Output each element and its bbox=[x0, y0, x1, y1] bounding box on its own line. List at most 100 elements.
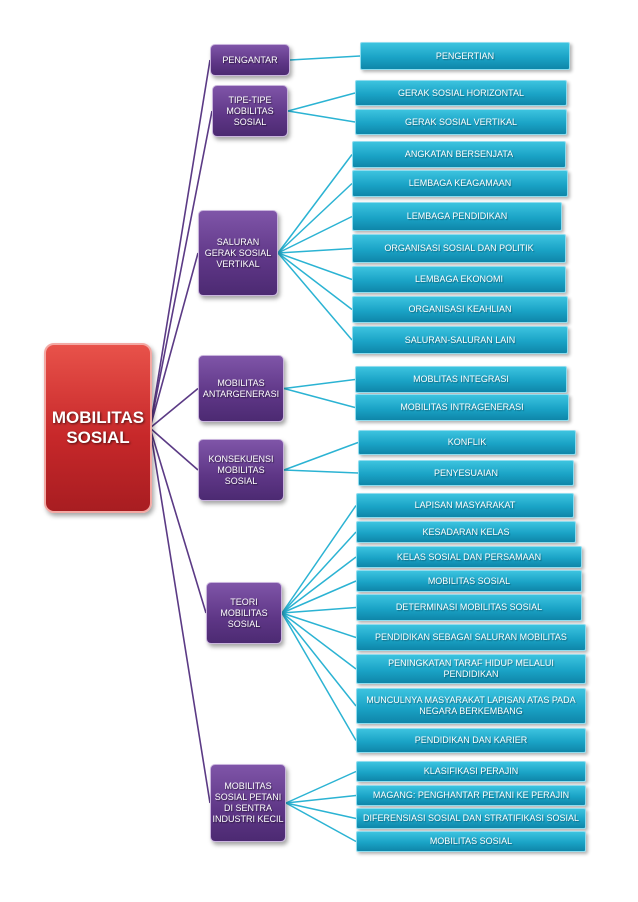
root-connector bbox=[149, 427, 207, 614]
leaf-connector bbox=[281, 612, 357, 670]
category-label: MOBILITAS SOSIAL PETANI DI SENTRA INDUST… bbox=[212, 781, 284, 824]
leaf-connector bbox=[277, 215, 353, 254]
leaf-organisasi-keahlian: ORGANISASI KEAHLIAN bbox=[352, 296, 568, 323]
root-node-mobilitas-sosial: MOBILITAS SOSIAL bbox=[44, 343, 152, 513]
leaf-label: KLASIFIKASI PERAJIN bbox=[423, 766, 519, 776]
leaf-connector bbox=[287, 110, 356, 123]
leaf-connector bbox=[283, 387, 356, 409]
leaf-label: DIFERENSIASI SOSIAL DAN STRATIFIKASI SOS… bbox=[362, 813, 580, 823]
leaf-label: GERAK SOSIAL VERTIKAL bbox=[404, 116, 518, 127]
leaf-gerak-sosial-vertikal: GERAK SOSIAL VERTIKAL bbox=[355, 109, 567, 135]
leaf-label: PENYESUAIAN bbox=[433, 467, 499, 478]
leaf-lapisan-masyarakat: LAPISAN MASYARAKAT bbox=[356, 493, 574, 518]
leaf-diferensiasi-sosial: DIFERENSIASI SOSIAL DAN STRATIFIKASI SOS… bbox=[356, 808, 586, 829]
leaf-lembaga-keagamaan: LEMBAGA KEAGAMAAN bbox=[352, 170, 568, 197]
leaf-label: LEMBAGA KEAGAMAAN bbox=[408, 178, 512, 188]
leaf-connector bbox=[283, 469, 359, 474]
leaf-connector bbox=[283, 441, 359, 471]
leaf-lembaga-ekonomi: LEMBAGA EKONOMI bbox=[352, 266, 566, 293]
leaf-label: PENINGKATAN TARAF HIDUP MELALUI PENDIDIK… bbox=[388, 658, 554, 679]
category-label: KONSEKUENSI MOBILITAS SOSIAL bbox=[208, 453, 274, 486]
leaf-connector bbox=[281, 612, 357, 741]
root-connector bbox=[149, 427, 211, 804]
leaf-connector bbox=[281, 580, 357, 614]
leaf-connector bbox=[277, 252, 353, 281]
leaf-label: GERAK SOSIAL HORIZONTAL bbox=[397, 87, 525, 98]
leaf-mobilitas-intragenerasi: MOBILITAS INTRAGENERASI bbox=[355, 394, 569, 421]
leaf-connector bbox=[281, 612, 357, 639]
leaf-label: KONFLIK bbox=[447, 437, 487, 447]
root-connector bbox=[149, 59, 211, 429]
leaf-label: ORGANISASI SOSIAL DAN POLITIK bbox=[384, 243, 534, 253]
leaf-klasifikasi-perajin: KLASIFIKASI PERAJIN bbox=[356, 761, 586, 782]
leaf-lembaga-pendidikan: LEMBAGA PENDIDIKAN bbox=[352, 202, 562, 231]
leaf-connector bbox=[277, 182, 353, 254]
leaf-label: MAGANG: PENGHANTAR PETANI KE PERAJIN bbox=[372, 790, 570, 800]
category-mobilitas-sosial-petani: MOBILITAS SOSIAL PETANI DI SENTRA INDUST… bbox=[210, 764, 286, 842]
root-label: MOBILITAS SOSIAL bbox=[51, 408, 145, 447]
leaf-penyesuaian: PENYESUAIAN bbox=[358, 460, 574, 486]
leaf-label: DETERMINASI MOBILITAS SOSIAL bbox=[395, 602, 543, 612]
leaf-label: SALURAN-SALURAN LAIN bbox=[404, 334, 516, 345]
category-teori-mobilitas-sosial: TEORI MOBILITAS SOSIAL bbox=[206, 582, 282, 644]
leaf-connector bbox=[283, 378, 356, 390]
leaf-connector bbox=[287, 92, 356, 112]
leaf-peningkatan-taraf-hidup: PENINGKATAN TARAF HIDUP MELALUI PENDIDIK… bbox=[356, 654, 586, 684]
leaf-organisasi-sosial-dan-politik: ORGANISASI SOSIAL DAN POLITIK bbox=[352, 234, 566, 263]
leaf-label: ANGKATAN BERSENJATA bbox=[404, 149, 514, 159]
leaf-label: KELAS SOSIAL DAN PERSAMAAN bbox=[396, 551, 542, 562]
leaf-kesadaran-kelas: KESADARAN KELAS bbox=[356, 521, 576, 543]
leaf-label: PENDIDIKAN SEBAGAI SALURAN MOBILITAS bbox=[375, 632, 567, 642]
category-label: SALURAN GERAK SOSIAL VERTIKAL bbox=[204, 236, 272, 269]
leaf-label: PENGERTIAN bbox=[435, 50, 495, 61]
leaf-label: LEMBAGA EKONOMI bbox=[414, 274, 504, 284]
leaf-connector bbox=[281, 531, 357, 614]
leaf-label: PENDIDIKAN DAN KARIER bbox=[414, 735, 528, 745]
root-connector bbox=[149, 387, 199, 429]
leaf-label: MOBLITAS INTEGRASI bbox=[413, 374, 509, 384]
leaf-connector bbox=[281, 612, 357, 707]
leaf-mobilitas-sosial-teori: MOBILITAS SOSIAL bbox=[356, 570, 582, 592]
leaf-label: MOBILITAS SOSIAL bbox=[429, 836, 513, 846]
leaf-munculnya-masyarakat-lapisan-atas: MUNCULNYA MASYARAKAT LAPISAN ATAS PADA N… bbox=[356, 688, 586, 724]
leaf-gerak-sosial-horizontal: GERAK SOSIAL HORIZONTAL bbox=[355, 80, 567, 106]
leaf-connector bbox=[281, 606, 357, 614]
root-connector bbox=[149, 252, 199, 429]
leaf-label: ORGANISASI KEAHLIAN bbox=[408, 304, 512, 314]
leaf-pendidikan-sebagai-saluran-mobilitas: PENDIDIKAN SEBAGAI SALURAN MOBILITAS bbox=[356, 624, 586, 651]
root-connector bbox=[149, 427, 199, 471]
category-tipe-tipe-mobilitas-sosial: TIPE-TIPE MOBILITAS SOSIAL bbox=[212, 85, 288, 137]
leaf-connector bbox=[277, 247, 353, 254]
leaf-connector bbox=[281, 556, 357, 614]
leaf-label: MOBILITAS SOSIAL bbox=[427, 575, 511, 586]
leaf-angkatan-bersenjata: ANGKATAN BERSENJATA bbox=[352, 141, 566, 168]
leaf-connector bbox=[281, 505, 357, 614]
leaf-pengertian: PENGERTIAN bbox=[360, 42, 570, 70]
category-saluran-gerak-sosial-vertikal: SALURAN GERAK SOSIAL VERTIKAL bbox=[198, 210, 278, 296]
leaf-moblitas-integrasi: MOBLITAS INTEGRASI bbox=[355, 366, 567, 393]
leaf-magang-penghantar-petani: MAGANG: PENGHANTAR PETANI KE PERAJIN bbox=[356, 785, 586, 806]
leaf-connector bbox=[277, 252, 353, 341]
category-label: TEORI MOBILITAS SOSIAL bbox=[220, 596, 268, 629]
leaf-konflik: KONFLIK bbox=[358, 430, 576, 455]
leaf-saluran-saluran-lain: SALURAN-SALURAN LAIN bbox=[352, 326, 568, 354]
leaf-label: KESADARAN KELAS bbox=[422, 526, 510, 537]
category-mobilitas-antargenerasi: MOBILITAS ANTARGENERASI bbox=[198, 355, 284, 422]
category-label: TIPE-TIPE MOBILITAS SOSIAL bbox=[226, 94, 274, 127]
leaf-connector bbox=[285, 794, 357, 804]
leaf-connector bbox=[285, 802, 357, 843]
leaf-connector bbox=[277, 154, 353, 254]
leaf-label: LEMBAGA PENDIDIKAN bbox=[406, 211, 508, 221]
leaf-kelas-sosial-dan-persamaan: KELAS SOSIAL DAN PERSAMAAN bbox=[356, 546, 582, 568]
leaf-label: LAPISAN MASYARAKAT bbox=[414, 500, 516, 510]
leaf-connector bbox=[277, 252, 353, 311]
leaf-determinasi-mobilitas-sosial: DETERMINASI MOBILITAS SOSIAL bbox=[356, 594, 582, 621]
leaf-connector bbox=[289, 55, 361, 61]
category-konsekuensi-mobilitas-sosial: KONSEKUENSI MOBILITAS SOSIAL bbox=[198, 439, 284, 501]
category-label: MOBILITAS ANTARGENERASI bbox=[202, 377, 280, 399]
leaf-connector bbox=[285, 770, 357, 804]
root-connector bbox=[149, 110, 213, 429]
category-label: PENGANTAR bbox=[222, 54, 278, 65]
leaf-connector bbox=[285, 802, 357, 820]
leaf-label: MUNCULNYA MASYARAKAT LAPISAN ATAS PADA N… bbox=[366, 695, 576, 716]
